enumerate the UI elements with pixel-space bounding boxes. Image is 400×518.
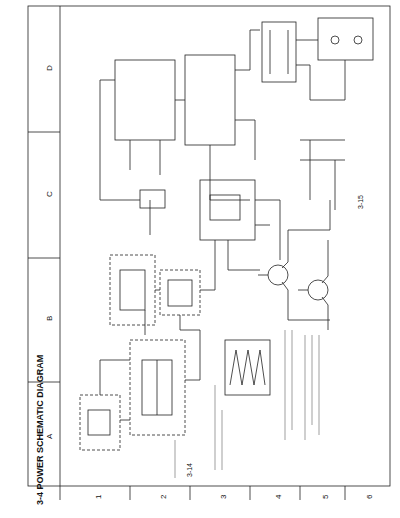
transformer-symbol — [142, 360, 172, 415]
waveform-inset — [225, 340, 270, 395]
grid-tick — [28, 132, 60, 133]
transistor-leads — [258, 262, 288, 290]
note-stroke — [285, 330, 286, 440]
grid-number: 5 — [322, 494, 330, 500]
connector-pins — [270, 30, 288, 74]
component-box — [110, 255, 155, 325]
switch-box — [318, 18, 373, 60]
waveform — [230, 350, 265, 385]
transistor-symbol — [308, 280, 328, 300]
regulator-box — [200, 180, 255, 240]
page-number: 3-15 — [357, 194, 364, 210]
ic-symbol — [210, 195, 240, 220]
switch-contact — [354, 36, 362, 44]
fuse-block — [140, 190, 165, 208]
component-box — [115, 60, 175, 140]
grid-number: 1 — [95, 494, 103, 500]
connector-box — [262, 22, 296, 82]
wire — [300, 140, 345, 210]
transformer-core — [157, 360, 158, 415]
grid-number: 2 — [160, 494, 168, 500]
component-box — [130, 340, 185, 435]
wire — [130, 140, 160, 235]
grid-tick — [130, 486, 131, 500]
grid-tick — [28, 258, 60, 259]
grid-letter: B — [46, 315, 54, 322]
note-stroke — [175, 440, 176, 478]
component-box — [80, 395, 120, 450]
wire — [288, 200, 330, 330]
note-stroke — [305, 335, 306, 440]
grid-tick — [60, 486, 61, 500]
grid-letter: C — [46, 190, 54, 198]
component-box — [185, 55, 235, 145]
page-number: 3-14 — [186, 462, 193, 478]
note-stroke — [292, 330, 293, 430]
grid-tick — [300, 486, 301, 500]
component-box — [160, 270, 200, 315]
note-stroke — [319, 335, 320, 435]
grid-number: 4 — [275, 494, 283, 500]
wire — [228, 200, 280, 270]
switch-contact — [331, 36, 339, 44]
transistor-leads — [298, 276, 328, 305]
note-stroke — [215, 385, 216, 470]
wire — [155, 240, 215, 290]
wire — [100, 30, 260, 200]
note-stroke — [222, 410, 223, 470]
rectifier-block — [120, 270, 145, 310]
wire — [296, 40, 345, 100]
grid-tick — [345, 486, 346, 500]
grid-number: 6 — [366, 494, 374, 500]
grid-tick — [190, 486, 191, 500]
diagram-title: 3-4 POWER SCHEMATIC DIAGRAM — [36, 355, 45, 505]
grid-letter: A — [46, 433, 54, 440]
wire — [100, 310, 200, 420]
rectifier-block — [168, 280, 192, 306]
transformer-symbol — [88, 410, 110, 435]
note-stroke — [312, 335, 313, 425]
transistor-symbol — [268, 265, 288, 285]
page-frame — [28, 6, 390, 486]
grid-number: 3 — [220, 494, 228, 500]
grid-letter: D — [46, 64, 54, 72]
grid-line — [60, 6, 61, 486]
grid-tick — [250, 486, 251, 500]
